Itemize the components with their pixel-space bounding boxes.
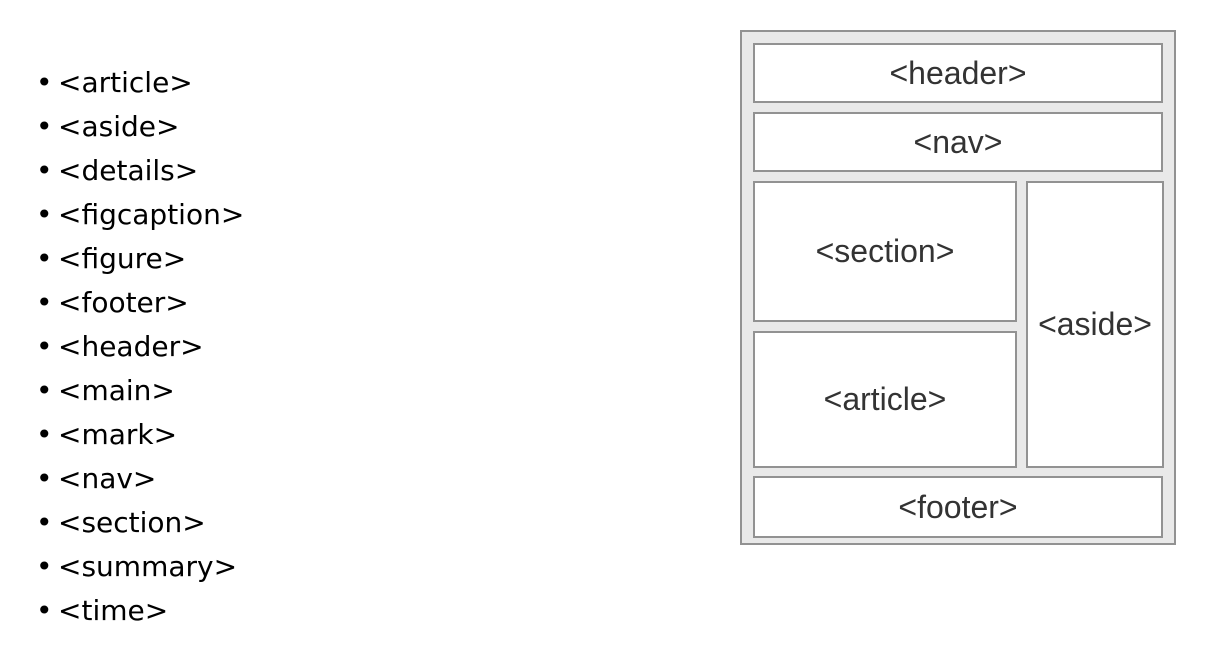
diagram-nav-box: <nav> [753,112,1163,172]
diagram-header-label: <header> [889,54,1027,91]
layout-diagram: <header> <nav> <section> <aside> <articl… [740,30,1176,545]
diagram-article-box: <article> [753,331,1017,468]
diagram-nav-label: <nav> [913,123,1003,160]
list-item: <main> [36,369,244,413]
list-item: <details> [36,149,244,193]
list-item: <figcaption> [36,193,244,237]
list-item: <mark> [36,413,244,457]
list-item: <figure> [36,237,244,281]
diagram-header-box: <header> [753,43,1163,103]
list-item: <nav> [36,457,244,501]
list-item: <summary> [36,545,244,589]
diagram-aside-label: <aside> [1038,306,1152,342]
diagram-footer-label: <footer> [898,488,1018,525]
diagram-footer-box: <footer> [753,476,1163,538]
diagram-section-label: <section> [815,233,955,269]
list-item: <time> [36,589,244,633]
list-item: <aside> [36,105,244,149]
list-item: <header> [36,325,244,369]
diagram-article-label: <article> [823,381,947,417]
diagram-section-box: <section> [753,181,1017,322]
list-item: <article> [36,61,244,105]
diagram-aside-box: <aside> [1026,181,1164,468]
list-item: <footer> [36,281,244,325]
semantic-elements-list: <article><aside><details><figcaption><fi… [0,61,244,633]
list-item: <section> [36,501,244,545]
